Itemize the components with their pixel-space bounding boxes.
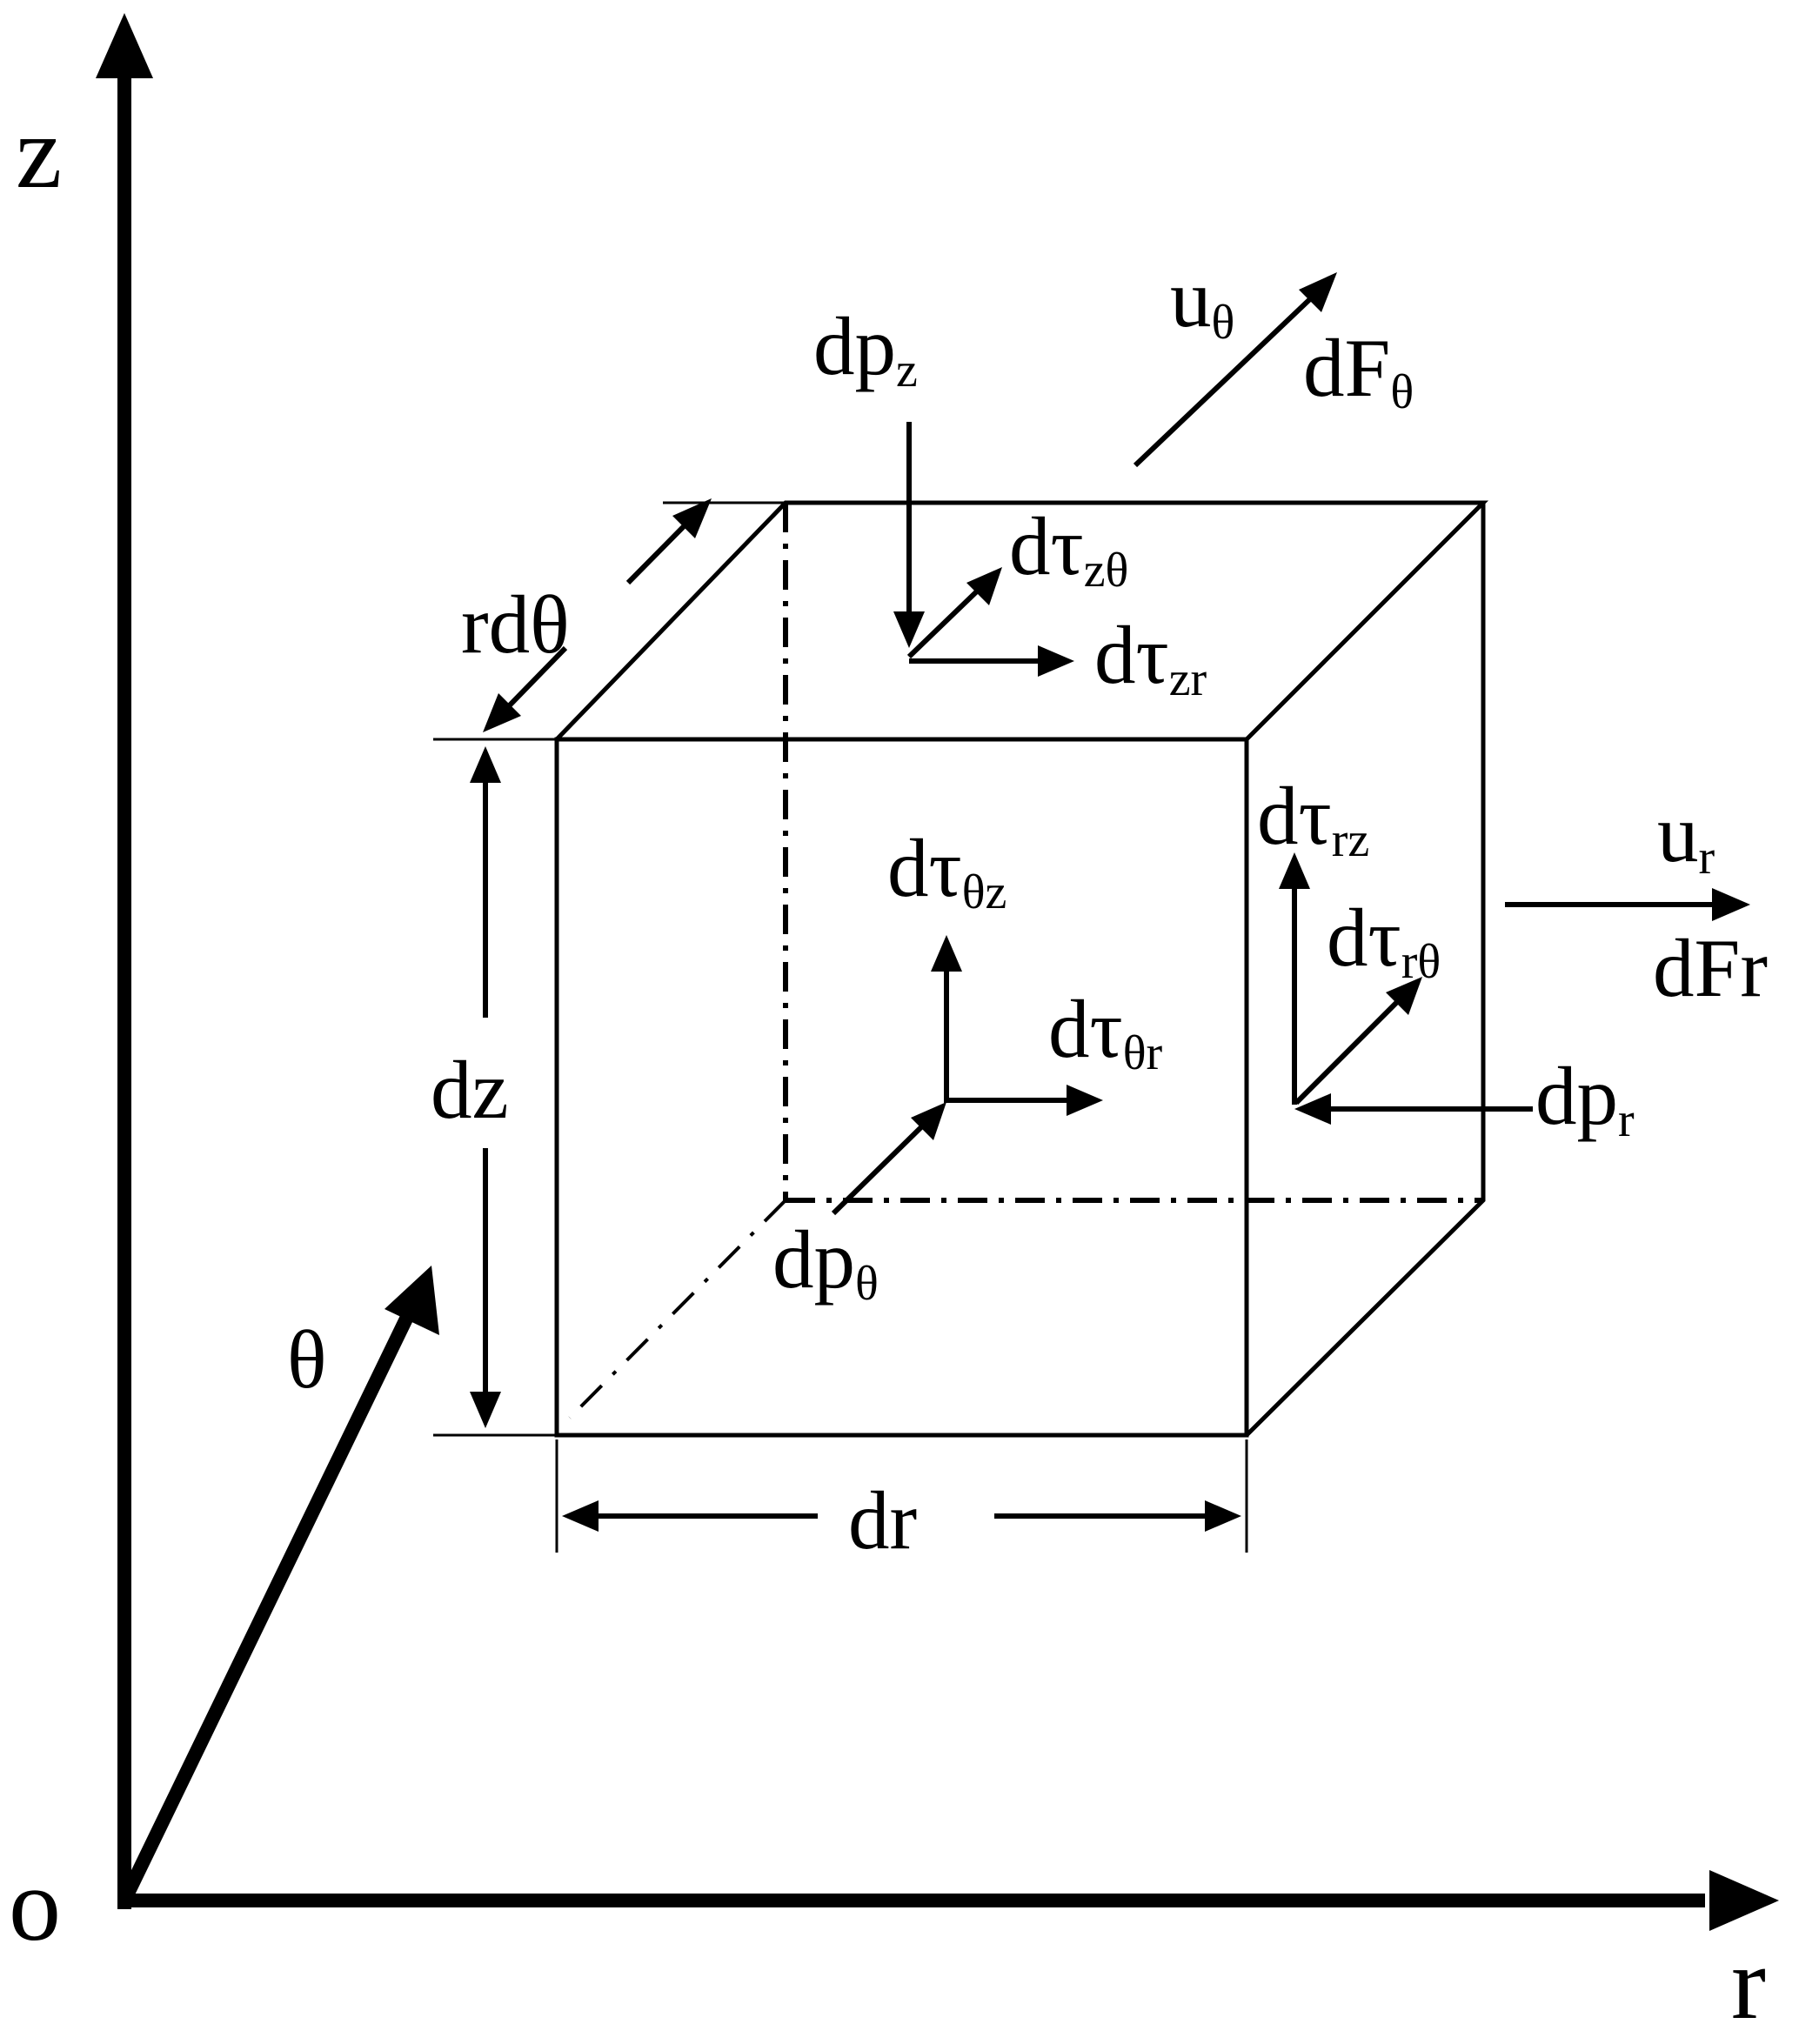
cube-front-face — [554, 737, 1249, 1438]
dr-dim-left-arrowhead — [562, 1500, 599, 1532]
rdtheta-label: rdθ — [461, 578, 570, 671]
label-dFr: dFr — [1653, 922, 1768, 1014]
dtau-ztheta-arrowhead — [966, 567, 1002, 605]
rdtheta-dim-upper-arrowhead — [672, 498, 712, 538]
theta-axis-label: θ — [287, 1313, 327, 1406]
cube-top-face — [555, 500, 1489, 741]
label-dp-r: dpr — [1535, 1050, 1635, 1147]
rdtheta-dim-lower-arrowhead — [483, 693, 521, 732]
rdtheta-dim-lower — [498, 645, 568, 718]
dtau-thetaz-arrowhead — [931, 935, 962, 972]
dpz-arrowhead — [893, 611, 925, 648]
origin-label: o — [9, 1847, 61, 1962]
dtau-rtheta-arrow — [1294, 996, 1403, 1105]
r-axis-arrowhead — [1709, 1870, 1779, 1931]
label-dtau-thetaz: dτθz — [887, 822, 1006, 919]
dp-theta-arrowhead — [911, 1102, 946, 1140]
hidden-edge-diagonal — [568, 1199, 787, 1419]
dz-dim-lower-arrowhead — [470, 1392, 501, 1428]
dp-theta-arrow — [831, 1119, 929, 1216]
dtau-ztheta-arrow — [906, 584, 984, 659]
u-theta-arrow — [1133, 293, 1316, 468]
theta-axis-arrowhead — [385, 1266, 439, 1335]
r-axis-label: r — [1731, 1925, 1766, 2041]
label-dtau-rtheta: dτrθ — [1327, 892, 1441, 989]
dtau-thetar-arrowhead — [1067, 1085, 1103, 1116]
dz-label: dz — [431, 1044, 509, 1136]
dtau-rtheta-arrowhead — [1386, 977, 1422, 1015]
label-u-r: ur — [1657, 787, 1715, 885]
coordinate-axes — [96, 13, 1779, 1931]
label-dp-z: dpz — [813, 300, 918, 397]
dz-dim-upper-arrowhead — [470, 746, 501, 783]
dp-r-arrowhead — [1294, 1093, 1331, 1125]
dtau-zr-arrowhead — [1038, 645, 1074, 677]
label-u-theta: uθ — [1170, 252, 1234, 350]
z-axis-arrowhead — [96, 13, 153, 78]
dtau-rz-arrowhead — [1279, 852, 1310, 889]
dimension-lines — [433, 501, 1248, 1553]
label-dtau-rz: dτrz — [1257, 770, 1369, 867]
label-dtau-thetar: dτθr — [1048, 983, 1163, 1080]
rdtheta-dim-upper — [625, 513, 697, 585]
label-dtau-ztheta: dτzθ — [1009, 500, 1128, 598]
label-dF-theta: dFθ — [1303, 322, 1414, 419]
u-theta-arrowhead — [1299, 272, 1337, 312]
label-dp-theta: dpθ — [772, 1213, 879, 1311]
label-dtau-zr: dτzr — [1094, 609, 1207, 706]
cube-element — [554, 500, 1489, 1438]
u-r-arrowhead — [1712, 888, 1750, 921]
dr-dim-right-arrowhead — [1205, 1500, 1241, 1532]
z-axis-label: z — [16, 94, 62, 210]
dr-label: dr — [848, 1474, 917, 1566]
theta-axis — [117, 1310, 416, 1904]
